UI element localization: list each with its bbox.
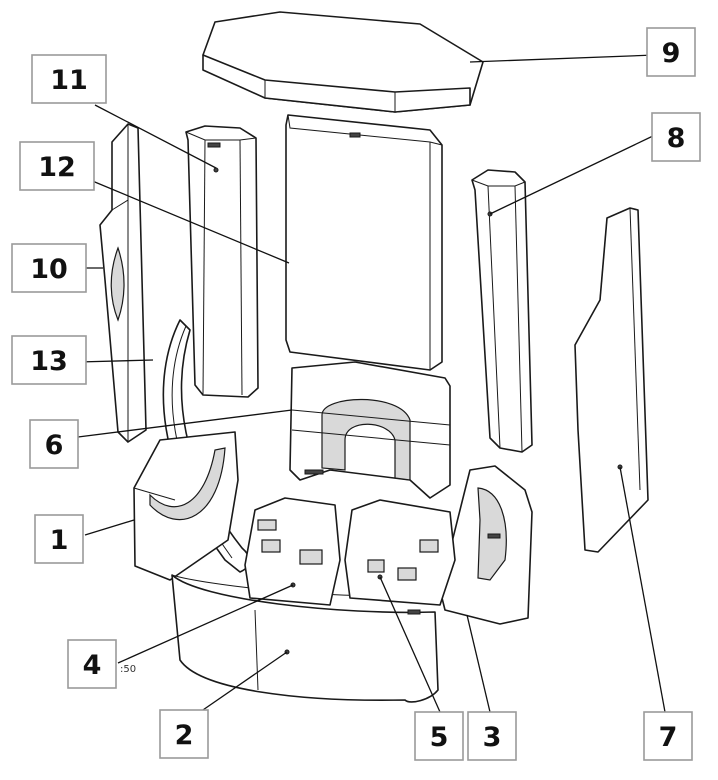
svg-text:2: 2 [175,720,194,751]
leader-5 [379,576,441,713]
svg-text:11: 11 [50,65,88,96]
leader-1 [84,519,135,536]
leader-8 [489,134,656,215]
label-12: 12 [19,141,95,191]
part-1-left-base-block [133,431,239,581]
leader-6 [77,409,293,438]
label-3: 3 [467,711,517,761]
part-10-left-side-panel [99,123,147,443]
part-9-top-plate [202,11,484,113]
part-8-right-column [471,169,533,453]
scale-note: :50 [120,664,136,675]
leader-7 [619,466,666,713]
leader-11 [94,104,217,169]
svg-text:4: 4 [83,650,102,681]
leader-13 [77,359,154,363]
part-6-burner-surround [289,361,451,499]
part-12-back-panel [285,114,443,371]
label-13: 13 [11,335,87,385]
leader-4 [117,584,294,664]
svg-text:10: 10 [30,254,68,285]
label-6: 6 [29,419,79,469]
label-4: 4 :50 [67,639,136,689]
svg-text:12: 12 [38,152,76,183]
part-3-right-base-block [439,465,533,625]
label-8: 8 [651,112,701,162]
label-9: 9 [646,27,696,77]
svg-text:1: 1 [50,525,69,556]
label-10: 10 [11,243,87,293]
label-1: 1 [34,514,84,564]
svg-text:8: 8 [667,123,686,154]
label-11: 11 [31,54,107,104]
leader-3 [466,614,491,713]
part-5-right-floor-block [344,499,456,615]
label-7: 7 [643,711,693,761]
svg-text:6: 6 [45,430,64,461]
part-11-left-column [185,125,259,398]
leader-lines [77,54,666,713]
leader-12 [89,179,290,264]
label-2: 2 [159,709,209,759]
part-7-right-side-panel [574,207,649,553]
svg-text:7: 7 [659,722,678,753]
svg-text:5: 5 [430,722,449,753]
leader-2 [199,651,288,713]
svg-text:3: 3 [483,722,502,753]
label-5: 5 [414,711,464,761]
svg-text:9: 9 [662,38,681,69]
svg-text:13: 13 [30,346,68,377]
part-4-left-floor-block [244,497,341,606]
leader-9 [469,54,656,63]
